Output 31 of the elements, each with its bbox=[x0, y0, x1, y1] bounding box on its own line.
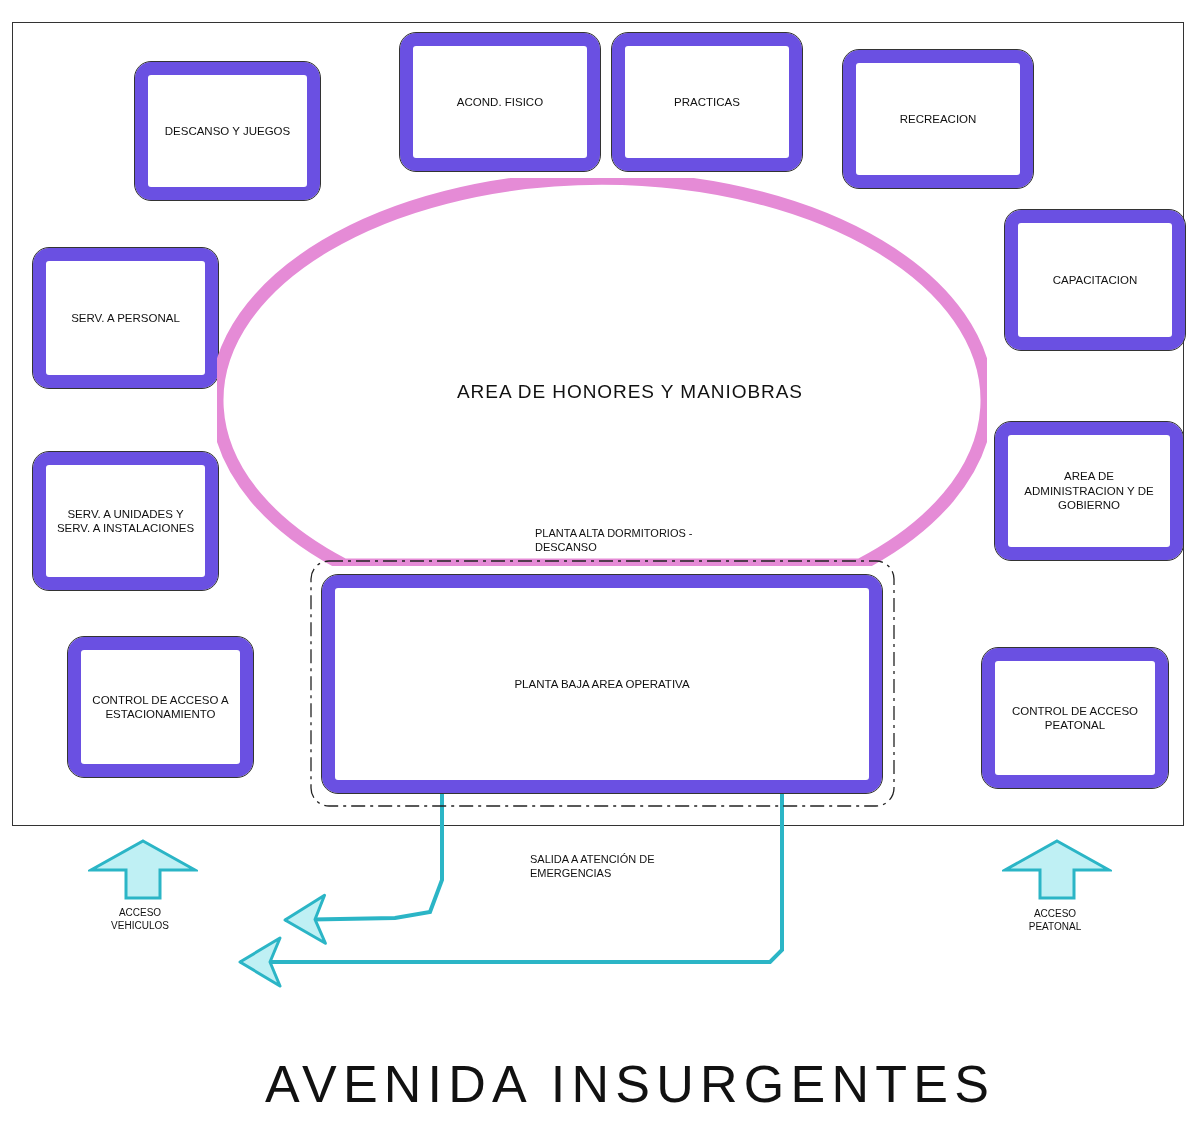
upper-floor-outline bbox=[310, 560, 895, 807]
room-label: SERV. A PERSONAL bbox=[71, 310, 180, 326]
room-box bbox=[982, 648, 1168, 788]
emergency-exit-label: SALIDA A ATENCIÓN DE EMERGENCIAS bbox=[530, 853, 656, 881]
access-label: ACCESO VEHICULOS bbox=[110, 907, 170, 932]
access-label: ACCESO PEATONAL bbox=[1027, 908, 1083, 933]
room-label: CONTROL DE ACCESO A ESTACIONAMIENTO bbox=[91, 692, 230, 722]
room-label: SERV. A UNIDADES Y SERV. A INSTALACIONES bbox=[55, 506, 196, 536]
room-box bbox=[68, 637, 253, 777]
room-box bbox=[400, 33, 600, 171]
room-label: PLANTA BAJA AREA OPERATIVA bbox=[514, 676, 690, 692]
floor-label: PLANTA ALTA DORMITORIOS -DESCANSO bbox=[535, 527, 694, 555]
room-label: ACOND. FISICO bbox=[456, 94, 544, 110]
room-label: DESCANSO Y JUEGOS bbox=[164, 123, 291, 139]
room-box bbox=[135, 62, 320, 200]
room-label: CONTROL DE ACCESO PEATONAL bbox=[1010, 703, 1140, 733]
street-name: AVENIDA INSURGENTES bbox=[263, 1058, 997, 1110]
room-label: CAPACITACION bbox=[1052, 272, 1138, 288]
room-box bbox=[995, 422, 1183, 560]
room-label: AREA DE ADMINISTRACION Y DE GOBIERNO bbox=[1023, 469, 1155, 513]
room-box bbox=[322, 575, 882, 793]
room-box bbox=[1005, 210, 1185, 350]
room-box bbox=[33, 452, 218, 590]
room-box bbox=[33, 248, 218, 388]
area-label: AREA DE HONORES Y MANIOBRAS bbox=[457, 380, 803, 404]
room-label: RECREACION bbox=[899, 111, 977, 127]
room-box bbox=[612, 33, 802, 171]
room-box bbox=[843, 50, 1033, 188]
exit-route-arrow bbox=[238, 793, 784, 988]
room-label: PRACTICAS bbox=[674, 94, 740, 110]
exit-route-arrow bbox=[283, 793, 444, 945]
